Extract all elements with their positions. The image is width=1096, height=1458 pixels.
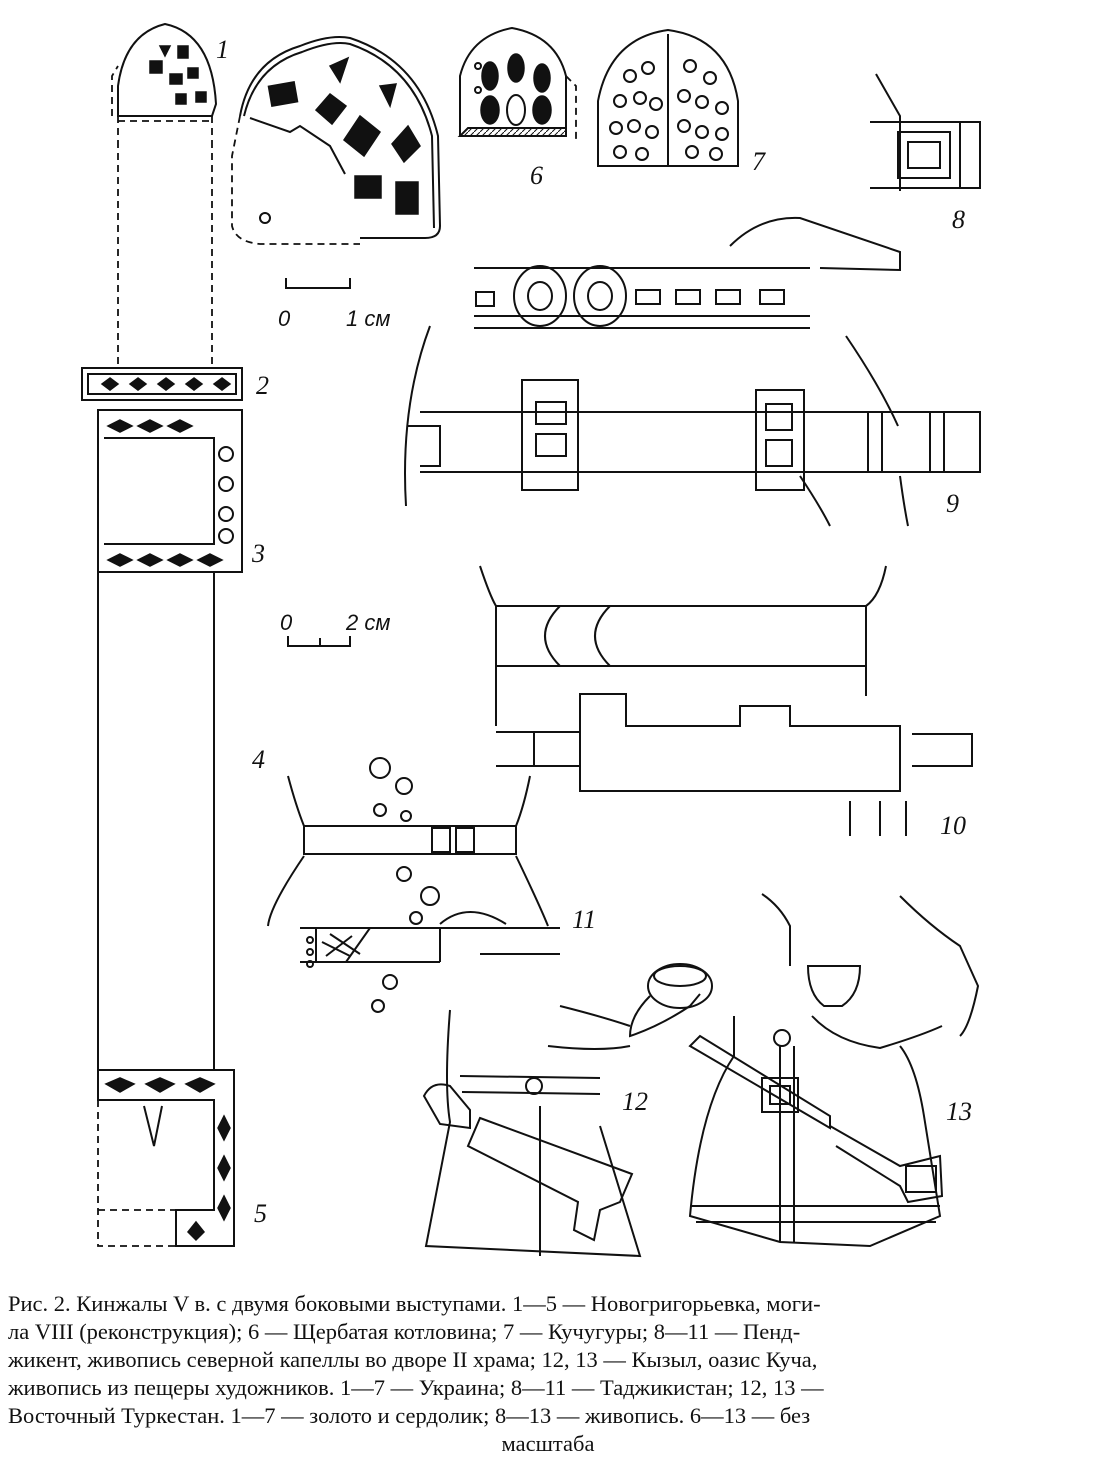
- label-5: 5: [254, 1199, 267, 1228]
- figure-caption: Рис. 2. Кинжалы V в. с двумя боковыми вы…: [8, 1290, 1088, 1458]
- label-3: 3: [251, 539, 265, 568]
- item-11-belt-scene: [300, 911, 560, 1013]
- item-1-pommel-large: [231, 36, 442, 245]
- scale-large-zero: 0: [280, 610, 293, 635]
- item-6-pommel: [457, 26, 577, 141]
- caption-line: живопись из пещеры художников. 1—7 — Укр…: [8, 1375, 824, 1400]
- figure-drawing: 0 1 см: [81, 22, 981, 1258]
- scale-small-value: 1 см: [346, 306, 390, 331]
- item-12-figure: [422, 963, 713, 1258]
- label-2: 2: [256, 371, 269, 400]
- label-11: 11: [572, 905, 596, 934]
- label-13: 13: [946, 1097, 972, 1126]
- label-8: 8: [952, 205, 965, 234]
- scale-large-value: 2 см: [345, 610, 390, 635]
- scale-bar-1cm: 0 1 см: [278, 278, 390, 331]
- item-8-buckle: [870, 73, 981, 191]
- caption-line: Рис. 2. Кинжалы V в. с двумя боковыми вы…: [8, 1291, 821, 1316]
- item-9-belt-scene: [404, 216, 981, 527]
- caption-line: Восточный Туркестан. 1—7 — золото и серд…: [8, 1403, 811, 1428]
- label-1: 1: [216, 35, 229, 64]
- figure-labels: 1 2 3 4 5 6 7 8 9 10 11 12 13: [216, 35, 972, 1228]
- label-12: 12: [622, 1087, 648, 1116]
- scale-small-zero: 0: [278, 306, 291, 331]
- item-4-belt-scene: [267, 757, 549, 927]
- caption-line: ла VIII (реконструкция); 6 — Щербатая ко…: [8, 1319, 801, 1344]
- label-10: 10: [940, 811, 966, 840]
- label-7: 7: [752, 147, 766, 176]
- item-7-pommel: [597, 28, 739, 167]
- label-4: 4: [252, 745, 265, 774]
- label-9: 9: [946, 489, 959, 518]
- label-6: 6: [530, 161, 543, 190]
- item-1-pommel: [111, 22, 218, 141]
- item-13-figure: [688, 893, 980, 1248]
- items-2-5-scabbard: [81, 141, 243, 1247]
- caption-line: масштаба: [501, 1431, 595, 1456]
- caption-line: жикент, живопись северной капеллы во дво…: [8, 1347, 818, 1372]
- scale-bar-2cm: 0 2 см: [280, 610, 390, 647]
- item-10-belt-scene: [479, 565, 973, 836]
